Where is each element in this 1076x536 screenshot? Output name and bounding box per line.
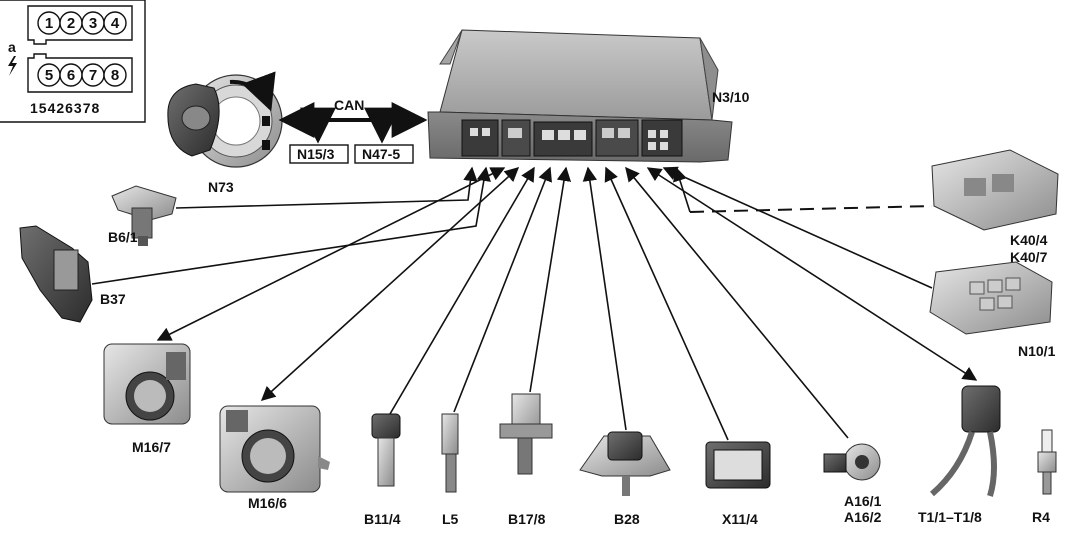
component-m16-7: M16/7 [103,343,191,455]
label-r4: R4 [1032,509,1050,525]
label-b37: B37 [100,291,126,307]
label-a16-2: A16/2 [844,509,882,525]
component-k40: K40/4 K40/7 [931,149,1059,265]
component-b11-4: B11/4 [364,413,401,527]
cylinder-7: 7 [89,67,97,84]
top-bank-cylinders: 1 2 3 4 [37,11,127,35]
can-node-n15-3: N15/3 [297,146,335,162]
component-r4: R4 [1032,429,1057,525]
wire-b11-4 [389,166,535,415]
label-t1: T1/1–T1/8 [918,509,982,525]
label-l5: L5 [442,511,459,527]
wire-n10-1 [662,166,933,289]
label-x11-4: X11/4 [722,511,758,527]
label-n10-1: N10/1 [1018,343,1056,359]
cylinder-2: 2 [67,15,75,32]
bank-a-label: a [8,39,16,55]
wire-l5 [453,166,552,413]
label-k40-4: K40/4 [1010,232,1048,248]
wire-b17-8 [529,166,572,393]
wire-t1 [646,167,978,381]
lightning-bolt-icon [8,56,17,76]
label-n73: N73 [208,179,234,195]
wire-b28 [582,166,627,431]
engine-control-unit-n3-10: N3/10 [427,29,750,163]
can-bus-label: CAN [334,97,364,113]
label-b6-1: B6/1 [108,229,138,245]
wire-m16-6 [260,167,520,401]
wire-a16 [625,166,849,439]
component-b37: B37 [19,225,126,323]
component-b28: B28 [579,431,671,527]
component-l5: L5 [441,413,459,527]
can-bus: CAN N15/3 N47-5 [278,97,428,164]
label-m16-6: M16/6 [248,495,287,511]
cylinder-8: 8 [111,67,119,84]
component-b17-8: B17/8 [499,393,553,527]
component-n10-1: N10/1 [929,261,1056,359]
ecu-connector-block [461,119,683,157]
wire-k40 [689,205,933,213]
firing-sequence: 15426378 [30,100,100,116]
component-t1: T1/1–T1/8 [918,385,1001,525]
label-b28: B28 [614,511,640,527]
label-k40-7: K40/7 [1010,249,1048,265]
component-x11-4: X11/4 [705,441,771,527]
cylinder-1: 1 [45,15,53,32]
bottom-bank-cylinders: 5 6 7 8 [37,63,127,87]
firing-order-box: 1 2 3 4 5 6 7 8 a 15426378 [0,0,146,123]
component-m16-6: M16/6 [219,405,330,511]
cylinder-4: 4 [111,15,120,32]
wiring-harness [91,166,978,441]
cylinder-3: 3 [89,15,97,32]
label-n3-10: N3/10 [712,89,750,105]
cylinder-5: 5 [45,67,53,84]
label-a16-1: A16/1 [844,493,882,509]
component-a16: A16/1 A16/2 [823,443,882,525]
cylinder-6: 6 [67,67,75,84]
component-b6-1: B6/1 [108,185,177,246]
label-b17-8: B17/8 [508,511,546,527]
label-m16-7: M16/7 [132,439,171,455]
rotation-arrow-icon [229,71,276,112]
label-b11-4: B11/4 [364,511,401,527]
can-node-n47-5: N47-5 [362,146,400,162]
ignition-switch-n73: N73 [167,71,283,195]
